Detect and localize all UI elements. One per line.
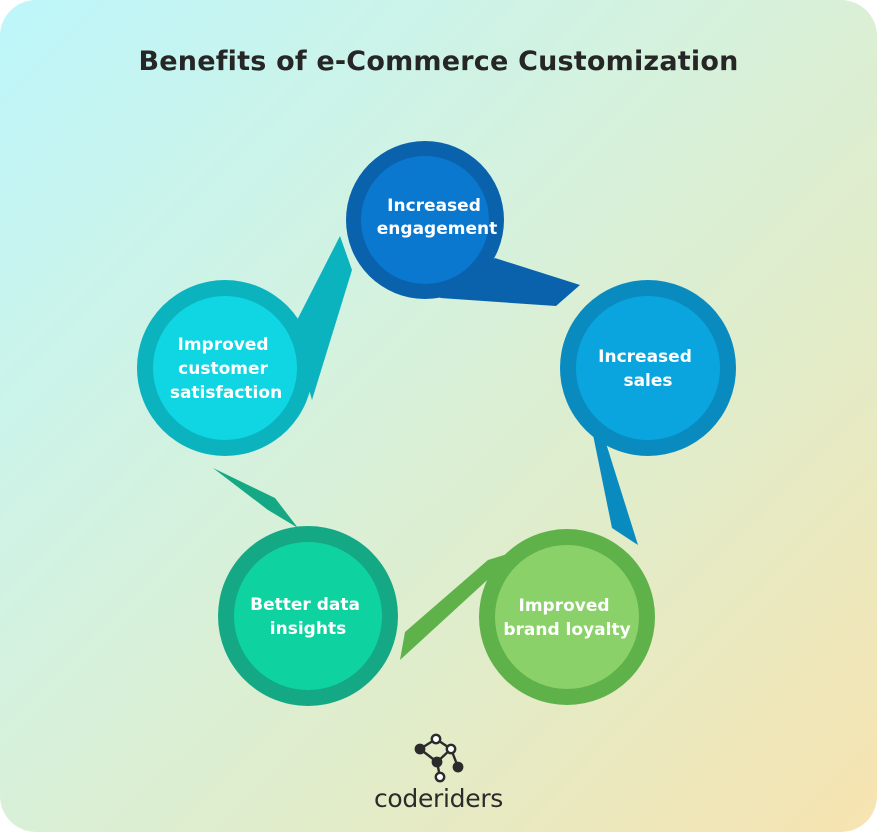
node-improved-customer-satisfaction: Improved customer satisfaction (137, 280, 313, 456)
node-fill (576, 296, 720, 440)
page-title: Benefits of e-Commerce Customization (138, 46, 739, 77)
tail-better-data-insights (213, 468, 298, 528)
node-fill (234, 542, 382, 690)
node-increased-engagement: Increased engagement (346, 141, 504, 299)
brand-logo-part-code: code (373, 784, 434, 813)
network-nodes-icon (414, 733, 464, 783)
node-label: Better data insights (250, 595, 366, 639)
tail-increased-engagement (440, 258, 580, 306)
node-fill (153, 296, 297, 440)
node-label: Improved brand loyalty (503, 596, 630, 640)
node-better-data-insights: Better data insights (218, 526, 398, 706)
node-increased-sales: Increased sales (560, 280, 736, 456)
node-improved-brand-loyalty: Improved brand loyalty (479, 529, 655, 705)
node-fill (495, 545, 639, 689)
node-label: Increased sales (598, 347, 698, 391)
brand-logo-wordmark: coderiders (0, 784, 877, 813)
tail-increased-sales (590, 420, 638, 545)
node-label: Increased engagement (377, 196, 497, 239)
brand-logo-part-riders: riders (433, 784, 504, 813)
node-label: Improved customer satisfaction (170, 335, 282, 403)
node-fill (361, 156, 489, 284)
